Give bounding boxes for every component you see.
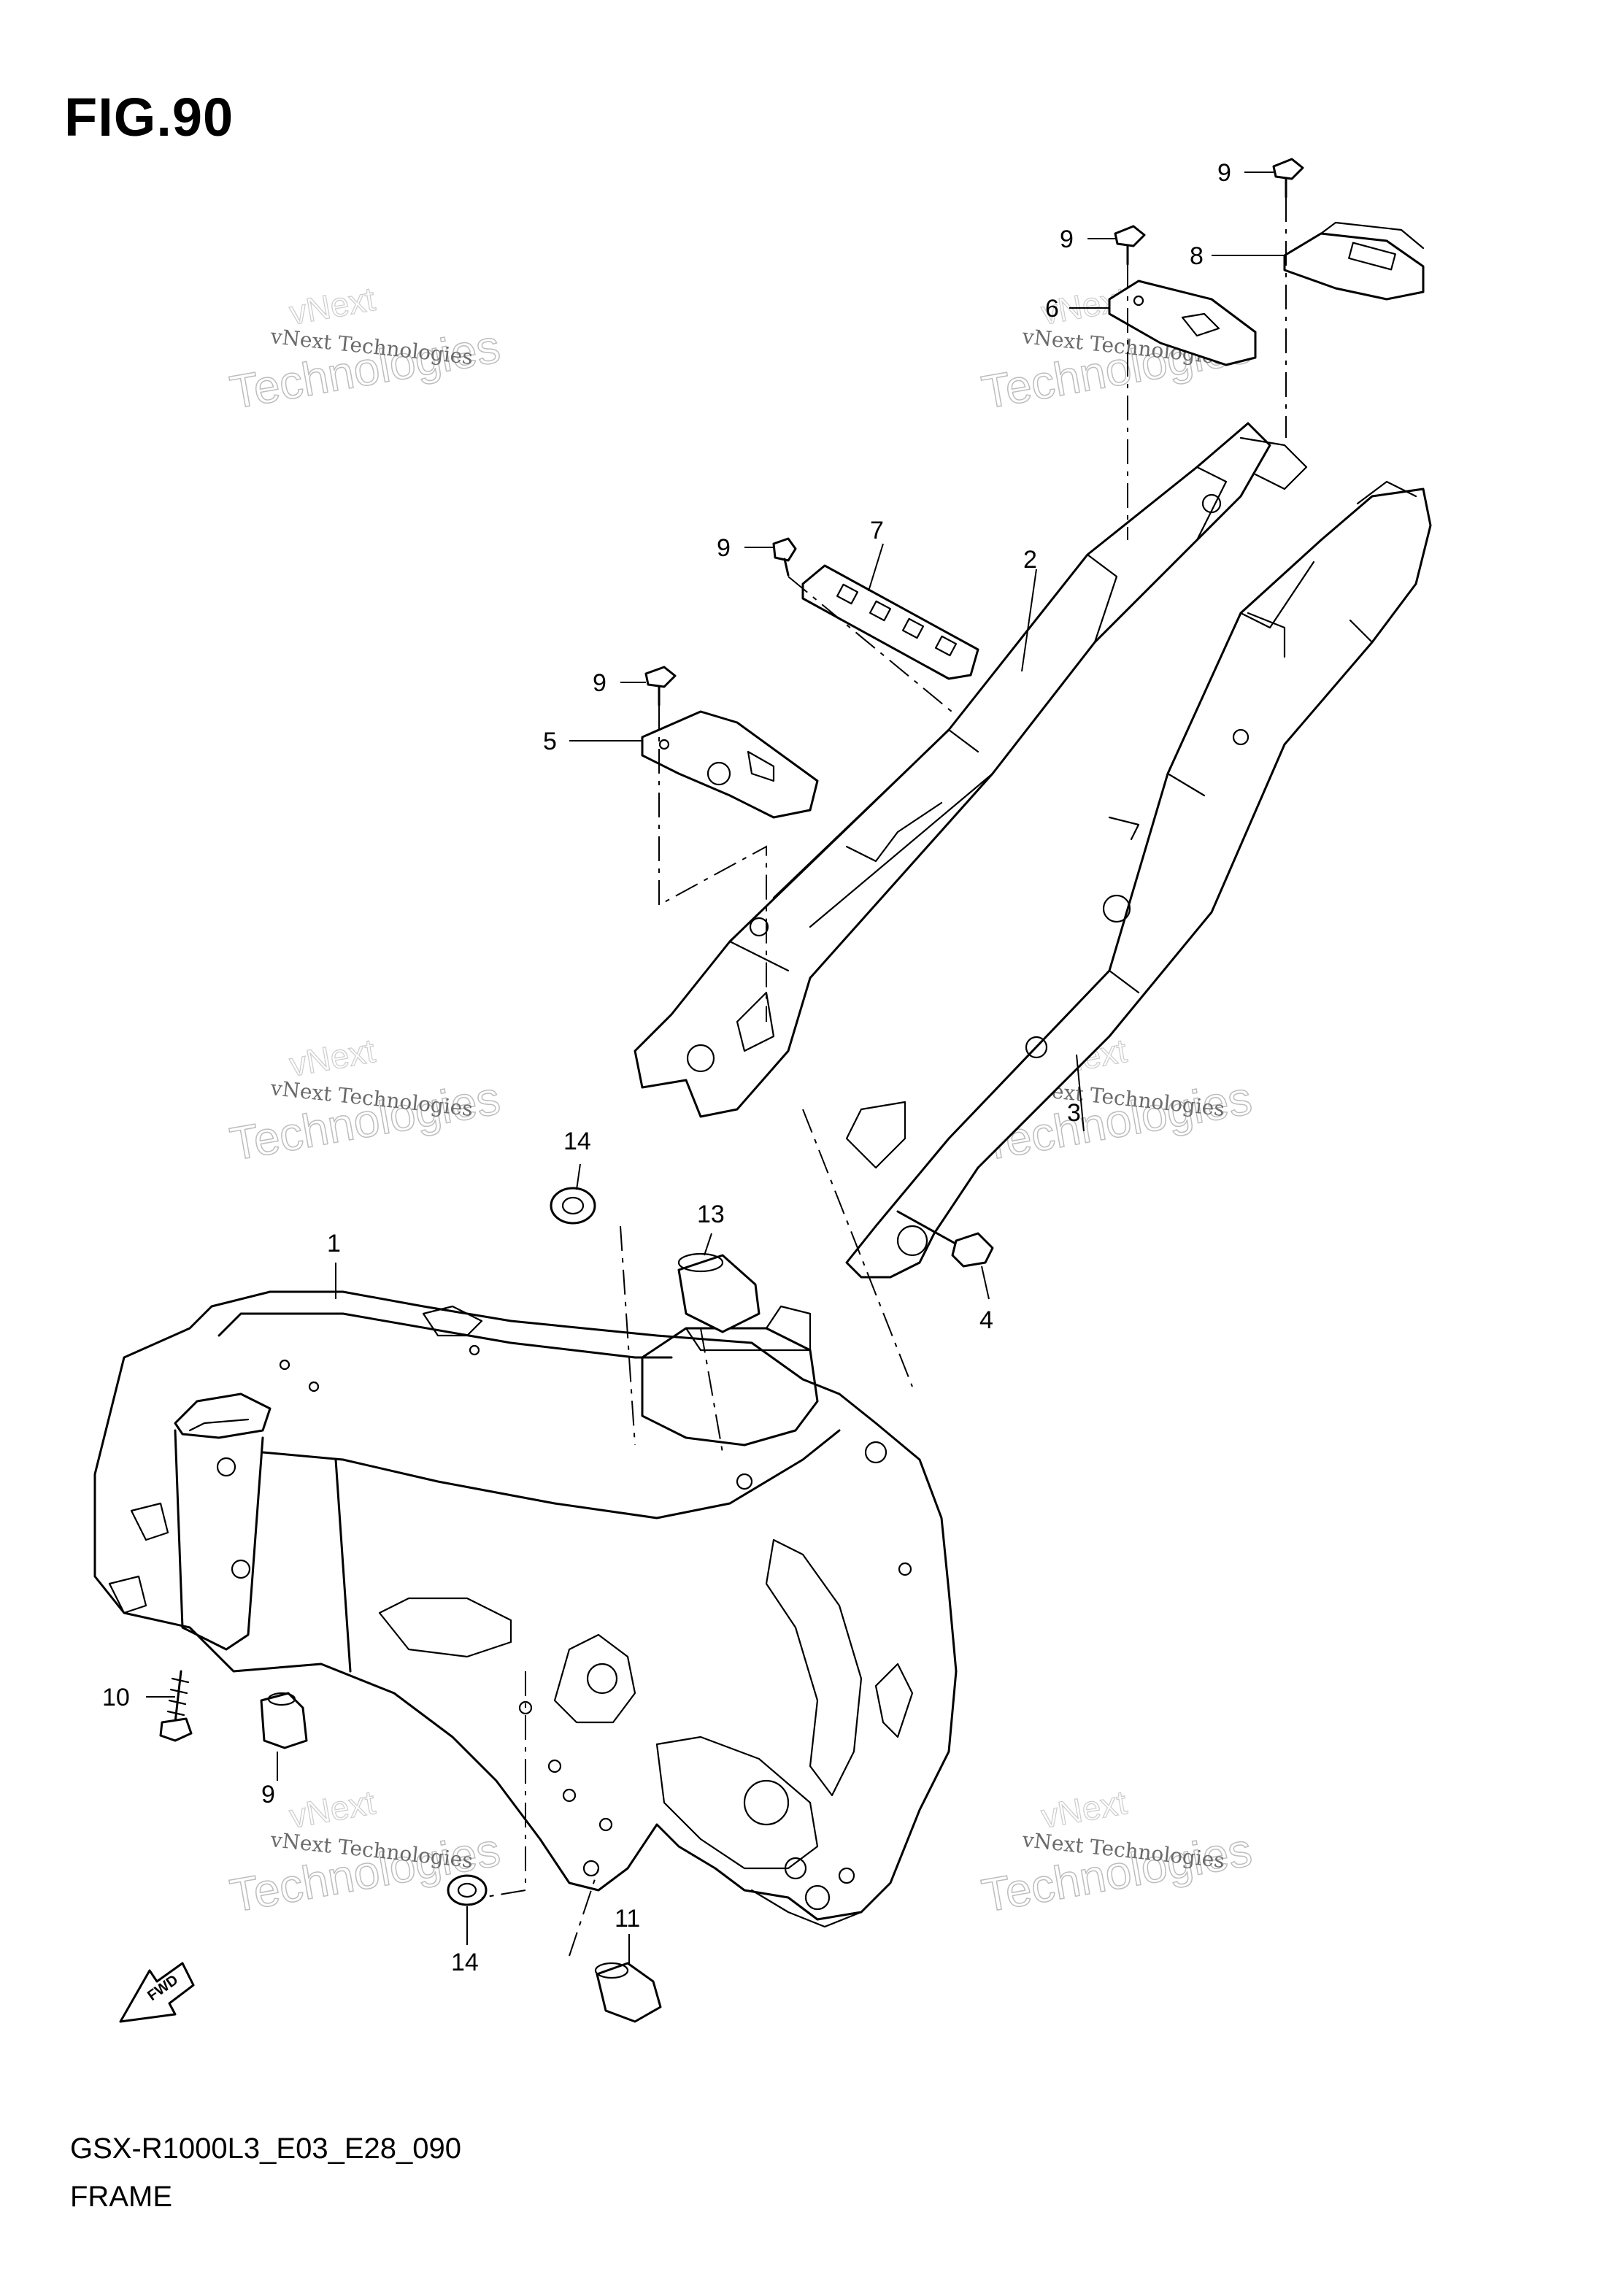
leader-lines: [146, 172, 1285, 1963]
part-7-plate[interactable]: [801, 564, 979, 680]
svg-text:vNext: vNext: [287, 1031, 378, 1084]
part-4-bolt[interactable]: [896, 1210, 994, 1268]
callout-9: 9: [1060, 226, 1074, 253]
part-14-bushing-a[interactable]: [550, 1187, 596, 1225]
part-10-collar[interactable]: [260, 1692, 308, 1749]
callout-labels: 9 9 8 6 2 7 9 9 5 3 4 14 13 1 10 9 11 14: [102, 159, 1231, 1976]
part-11-bolt[interactable]: [159, 1670, 193, 1742]
part-12-collar[interactable]: [594, 1962, 662, 2023]
callout-12: 11: [615, 1905, 640, 1933]
part-9-bolt-c[interactable]: [772, 537, 797, 577]
callout-2: 2: [1023, 546, 1037, 574]
svg-text:vNext: vNext: [1039, 1783, 1130, 1835]
svg-text:vNext: vNext: [287, 1783, 378, 1835]
figure-code: GSX-R1000L3_E03_E28_090: [70, 2133, 461, 2165]
figure-title: FIG.90: [64, 87, 234, 147]
callout-9: 9: [593, 669, 607, 697]
callout-10: 9: [261, 1781, 275, 1808]
part-14-bushing-b[interactable]: [447, 1874, 488, 1906]
watermark-top-left: vNext Technologies vNext Technologies: [226, 280, 504, 420]
part-9-bolt-b[interactable]: [1114, 225, 1146, 266]
alignment-lines: [481, 197, 1287, 1957]
callout-14: 14: [451, 1949, 479, 1976]
part-5-plate[interactable]: [641, 710, 819, 819]
forward-direction-arrow: FWD: [119, 1962, 195, 2023]
watermark-mid-left: vNext Technologies vNext Technologies: [226, 1031, 504, 1171]
part-9-bolt-a[interactable]: [1272, 158, 1304, 199]
part-1-main-frame[interactable]: [93, 1290, 958, 1928]
callout-7: 7: [870, 517, 884, 544]
part-13-collar[interactable]: [677, 1252, 761, 1333]
callout-3: 3: [1067, 1099, 1081, 1127]
callout-13: 13: [697, 1201, 725, 1228]
watermark-bottom-right: vNext Technologies vNext Technologies: [977, 1783, 1256, 1923]
callout-8: 8: [1190, 242, 1204, 270]
figure-name: FRAME: [70, 2181, 172, 2213]
part-9-bolt-d[interactable]: [644, 666, 677, 706]
part-3-seat-rail-right[interactable]: [845, 480, 1432, 1279]
part-2-seat-rail-left[interactable]: [634, 422, 1308, 1118]
callout-6: 6: [1045, 295, 1059, 323]
callout-1: 1: [327, 1230, 341, 1257]
part-8-plate[interactable]: [1283, 221, 1425, 301]
callout-9: 9: [717, 534, 731, 562]
callout-14: 14: [563, 1128, 591, 1155]
callout-5: 5: [543, 728, 557, 755]
callout-11: 10: [102, 1684, 130, 1711]
callout-9: 9: [1217, 159, 1231, 187]
svg-text:vNext: vNext: [287, 280, 378, 332]
part-6-plate[interactable]: [1108, 280, 1257, 366]
callout-4: 4: [979, 1306, 993, 1334]
